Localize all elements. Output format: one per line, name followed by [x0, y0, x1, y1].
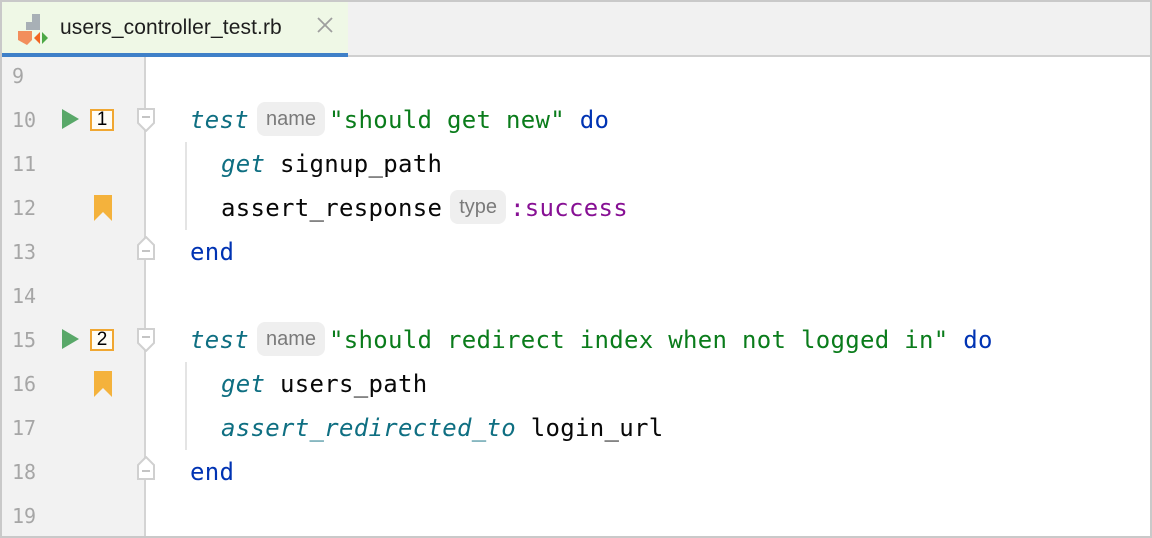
line-number: 11 — [12, 152, 37, 176]
identifier: assert_response — [221, 194, 443, 222]
parameter-hint: name — [257, 322, 326, 356]
indent-guide — [185, 142, 187, 230]
identifier: users_path — [280, 370, 428, 398]
line-number: 10 — [12, 108, 37, 132]
ruby-test-file-icon — [18, 14, 48, 45]
parameter-hint: name — [257, 102, 326, 136]
editor-gutter — [2, 57, 146, 536]
code-line-18[interactable]: end — [190, 450, 234, 494]
keyword-do: do — [963, 326, 993, 354]
close-icon[interactable] — [316, 16, 334, 34]
code-line-13[interactable]: end — [190, 230, 234, 274]
line-number: 14 — [12, 284, 37, 308]
bookmark-icon[interactable] — [94, 371, 112, 397]
string-literal: "should redirect index when not logged i… — [329, 326, 949, 354]
indent-guide — [185, 362, 187, 450]
code-line-15[interactable]: test name"should redirect index when not … — [190, 318, 993, 362]
line-number: 18 — [12, 460, 37, 484]
run-test-icon[interactable] — [62, 109, 80, 129]
tab-label: users_controller_test.rb — [60, 16, 282, 39]
line-number: 16 — [12, 372, 37, 396]
method-get: get — [221, 370, 266, 398]
identifier: login_url — [530, 414, 664, 442]
line-number: 12 — [12, 196, 37, 220]
keyword-end: end — [190, 238, 235, 266]
method-assert-redirected-to: assert_redirected_to — [221, 414, 516, 442]
line-number: 13 — [12, 240, 37, 264]
tab-users-controller-test[interactable]: users_controller_test.rb — [2, 2, 348, 57]
tab-bar: users_controller_test.rb — [2, 2, 1150, 57]
line-number: 9 — [12, 64, 25, 88]
identifier: signup_path — [280, 150, 443, 178]
line-number: 15 — [12, 328, 37, 352]
run-test-icon[interactable] — [62, 329, 80, 349]
fold-end-icon[interactable] — [137, 236, 155, 260]
method-get: get — [221, 150, 266, 178]
line-number: 19 — [12, 504, 37, 528]
code-line-16[interactable]: get users_path — [221, 362, 428, 406]
fold-end-icon[interactable] — [137, 456, 155, 480]
fold-collapse-icon[interactable] — [137, 328, 155, 352]
symbol-literal: :success — [510, 194, 629, 222]
keyword-do: do — [579, 106, 610, 134]
method-test: test — [190, 326, 249, 354]
code-line-11[interactable]: get signup_path — [221, 142, 442, 186]
code-line-10[interactable]: test name"should get new" do — [190, 98, 609, 142]
fold-collapse-icon[interactable] — [137, 108, 155, 132]
bookmark-mnemonic-badge[interactable]: 2 — [90, 329, 114, 351]
code-editor[interactable] — [146, 57, 1150, 536]
line-number: 17 — [12, 416, 37, 440]
code-line-17[interactable]: assert_redirected_to login_url — [221, 406, 663, 450]
string-literal: "should get new" — [329, 106, 566, 134]
bookmark-mnemonic-badge[interactable]: 1 — [90, 109, 114, 131]
parameter-hint: type — [450, 190, 507, 224]
bookmark-icon[interactable] — [94, 195, 112, 221]
keyword-end: end — [190, 458, 235, 486]
method-test: test — [190, 106, 249, 134]
